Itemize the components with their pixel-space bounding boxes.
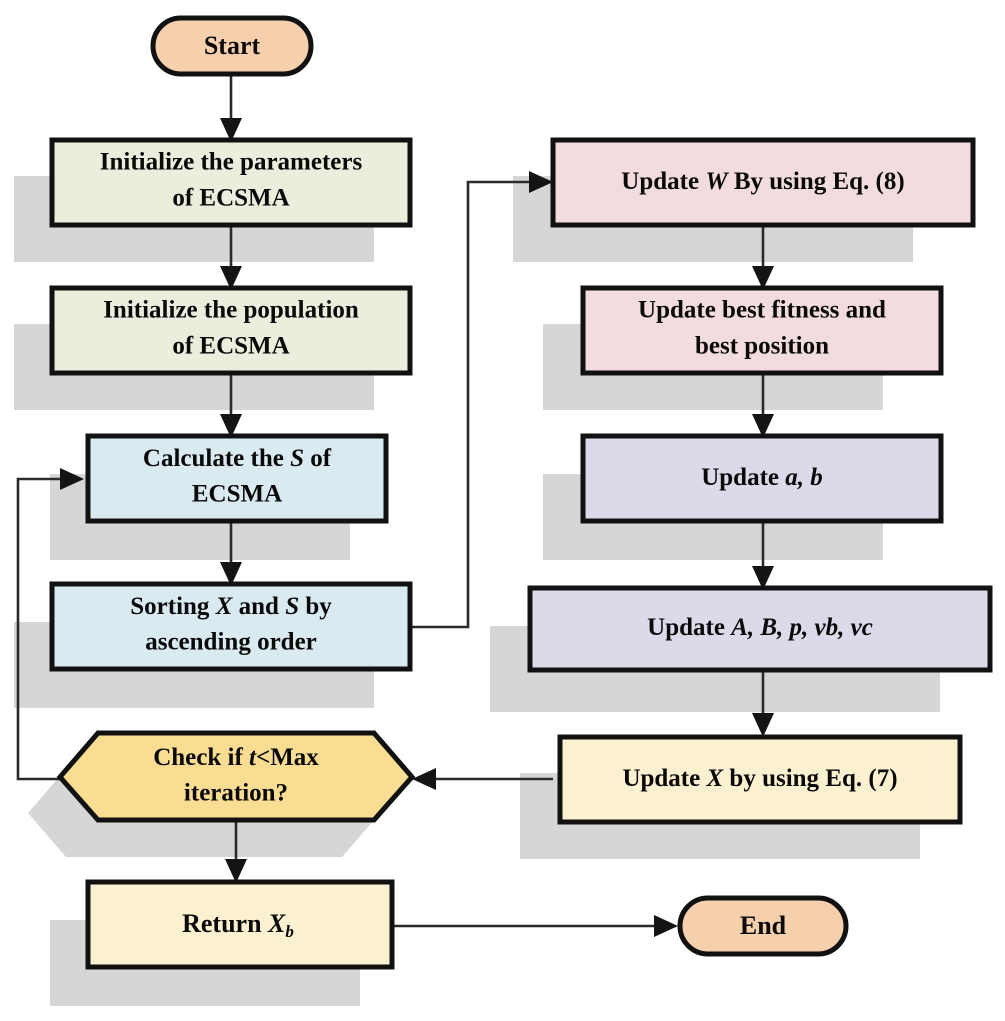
update-x-shape[interactable] [557,734,963,825]
start-shape[interactable] [150,15,314,77]
start-label: Start [204,31,261,60]
update-ab-label: Update a, b [701,464,823,491]
check-iteration-pre: Check if [153,744,249,771]
update-x-label: Update X by using Eq. (7) [622,765,897,792]
update-best-line1: Update best fitness and [638,297,886,324]
update-w-pre: Update [621,168,705,195]
calculate-s-pre: Calculate the [143,445,290,472]
update-x-var: X [705,765,724,792]
node-update-x[interactable]: Update X by using Eq. (7) [557,734,963,825]
arrowhead-update-abpvbvc [752,566,774,590]
init-params-shape[interactable] [49,137,413,228]
return-xb-shape[interactable] [85,879,395,970]
init-params-line1: Initialize the parameters [100,149,363,176]
update-abpvbvc-label: Update A, B, p, vb, vc [647,614,873,641]
node-sorting[interactable]: Sorting X and S by ascending order [49,581,413,672]
check-iteration-line2: iteration? [184,780,288,807]
check-iteration-shape[interactable] [56,730,416,823]
update-abpvbvc-pre: Update [647,614,731,641]
end-shape[interactable] [677,895,849,957]
arrowhead-update-best [752,266,774,290]
return-xb-label: Return Xb [182,909,294,941]
node-return-xb[interactable]: Return Xb [85,879,395,970]
node-update-abpvbvc[interactable]: Update A, B, p, vb, vc [527,585,993,673]
arrowhead-update-ab [752,414,774,438]
update-abpvbvc-var: A, B, p, vb, vc [729,614,873,641]
arrowhead-init-population [220,266,242,290]
check-iteration-var: t [249,744,257,771]
sorting-var1: X [215,593,234,620]
sorting-var2: S [285,593,299,620]
node-start[interactable]: Start [150,15,314,77]
sorting-post: by [299,593,332,620]
arrowhead-update-x [752,713,774,737]
sorting-pre: Sorting [130,593,215,620]
arrowhead-sorting [220,562,242,586]
edge-sorting-to-update-w [411,180,541,629]
calculate-s-shape[interactable] [85,433,389,524]
return-xb-subscript: b [285,922,294,941]
arrowhead-calculate-s-feedback [60,468,84,490]
sorting-mid: and [232,593,285,620]
check-iteration-line1: Check if t<Max [153,744,319,771]
arrowhead-update-w [529,171,553,193]
end-label: End [740,911,787,940]
check-iteration-post: <Max [256,744,319,771]
update-x-pre: Update [622,765,706,792]
update-w-label: Update W By using Eq. (8) [621,168,904,195]
sorting-shape[interactable] [49,581,413,672]
calculate-s-line1: Calculate the S of [143,445,332,472]
node-end[interactable]: End [677,895,849,957]
node-check-iteration[interactable]: Check if t<Max iteration? [56,730,416,823]
update-best-line2: best position [695,333,829,360]
node-init-params[interactable]: Initialize the parameters of ECSMA [49,137,413,228]
node-calculate-s[interactable]: Calculate the S of ECSMA [85,433,389,524]
init-population-line2: of ECSMA [172,333,289,360]
update-ab-var: a, b [785,464,823,491]
update-w-shape[interactable] [550,137,976,228]
init-params-line2: of ECSMA [172,185,289,212]
update-x-post: by using Eq. (7) [723,765,897,792]
update-w-var: W [705,168,729,195]
sorting-line2: ascending order [145,629,317,656]
arrowhead-end [654,915,678,937]
update-ab-pre: Update [701,464,785,491]
arrowhead-init-params [220,118,242,142]
calculate-s-post: of [304,445,332,472]
arrowhead-check-iteration [412,768,436,790]
arrowhead-calculate-s [220,414,242,438]
edge-check-iteration-to-calculate-s [16,477,72,781]
connector-layer [16,75,774,937]
node-update-best[interactable]: Update best fitness and best position [580,285,944,376]
update-abpvbvc-shape[interactable] [527,585,993,673]
calculate-s-var: S [290,445,304,472]
return-xb-pre: Return [182,909,268,938]
calculate-s-line2: ECSMA [192,481,282,508]
sorting-line1: Sorting X and S by [130,593,332,620]
node-update-w[interactable]: Update W By using Eq. (8) [550,137,976,228]
update-w-post: By using Eq. (8) [728,168,905,195]
arrowhead-return-xb [225,859,247,883]
init-population-line1: Initialize the population [103,297,359,324]
return-xb-var: X [267,909,286,938]
node-update-ab[interactable]: Update a, b [580,433,944,524]
update-best-shape[interactable] [580,285,944,376]
init-population-shape[interactable] [49,285,413,376]
node-init-population[interactable]: Initialize the population of ECSMA [49,285,413,376]
update-ab-shape[interactable] [580,433,944,524]
